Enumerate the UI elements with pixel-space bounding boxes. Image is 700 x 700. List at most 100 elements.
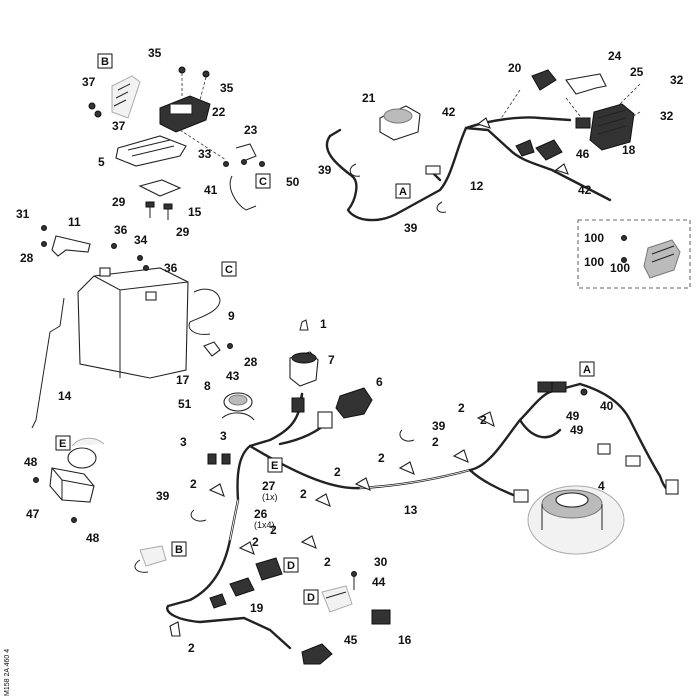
callout-39: 39: [404, 221, 418, 235]
callout-36: 36: [164, 261, 178, 275]
callout-37: 37: [82, 75, 96, 89]
callout-8: 8: [204, 379, 211, 393]
svg-text:C: C: [259, 176, 267, 188]
callout-9: 9: [228, 309, 235, 323]
callout-11: 11: [68, 215, 81, 229]
callout-47: 47: [26, 507, 40, 521]
flag-e-mid: E: [267, 457, 283, 473]
callout-32: 32: [660, 109, 674, 123]
flag-e-left: E: [55, 435, 71, 451]
callout-48: 48: [24, 455, 38, 469]
callout-34: 34: [134, 233, 148, 247]
callout-35: 35: [220, 81, 234, 95]
flag-a-top: A: [395, 183, 411, 199]
callout-2: 2: [378, 451, 385, 465]
callout-100: 100: [584, 231, 604, 245]
callout-44: 44: [372, 575, 386, 589]
callout-2: 2: [432, 435, 439, 449]
callout-37: 37: [112, 119, 126, 133]
callout-2: 2: [252, 535, 259, 549]
letter-flags: B C A C A E E B: [55, 53, 595, 605]
seat-switch-assembly: [88, 66, 265, 220]
callout-2: 2: [458, 401, 465, 415]
flag-c-battery: C: [221, 261, 237, 277]
svg-text:B: B: [101, 56, 109, 68]
upper-harness-assembly: [325, 69, 641, 222]
callout-22: 22: [212, 105, 226, 119]
callout-39: 39: [156, 489, 170, 503]
svg-text:A: A: [399, 186, 407, 198]
callout-labels: 35 35 37 37 22 5 23 33 41 50 29 29 15 31…: [16, 46, 684, 655]
callout-39: 39: [432, 419, 446, 433]
callout-25: 25: [630, 65, 644, 79]
callout-2: 2: [334, 465, 341, 479]
callout-3: 3: [180, 435, 187, 449]
callout-17: 17: [176, 373, 190, 387]
callout-33: 33: [198, 147, 212, 161]
svg-text:D: D: [307, 592, 315, 604]
callout-24: 24: [608, 49, 622, 63]
callout-6: 6: [376, 375, 383, 389]
callout-23: 23: [244, 123, 258, 137]
callout-46: 46: [576, 147, 590, 161]
svg-text:E: E: [59, 438, 66, 450]
callout-45: 45: [344, 633, 358, 647]
callout-41: 41: [204, 183, 218, 197]
svg-text:A: A: [583, 364, 591, 376]
callout-13: 13: [404, 503, 418, 517]
callout-50: 50: [286, 175, 300, 189]
callout-100: 100: [610, 261, 630, 275]
callout-19: 19: [250, 601, 264, 615]
callout-36: 36: [114, 223, 128, 237]
callout-16: 16: [398, 633, 412, 647]
battery-assembly: [31, 225, 233, 429]
callout-51: 51: [178, 397, 192, 411]
callout-43: 43: [226, 369, 240, 383]
callout-3: 3: [220, 429, 227, 443]
callout-12: 12: [470, 179, 484, 193]
callout-35: 35: [148, 46, 162, 60]
note-27: (1x): [262, 492, 278, 502]
callout-2: 2: [480, 413, 487, 427]
lower-right-components: [321, 571, 391, 625]
callout-31: 31: [16, 207, 30, 221]
callout-42: 42: [578, 183, 592, 197]
callout-32: 32: [670, 73, 684, 87]
callout-48: 48: [86, 531, 100, 545]
flag-c-top: C: [255, 173, 271, 189]
callout-27: 27: [262, 479, 276, 493]
callout-18: 18: [622, 143, 636, 157]
callout-2: 2: [324, 555, 331, 569]
inset-box-100: [577, 219, 691, 289]
svg-text:B: B: [175, 544, 183, 556]
left-component-47: [33, 437, 105, 523]
flag-d-lower: D: [283, 557, 299, 573]
callout-28: 28: [244, 355, 258, 369]
svg-text:C: C: [225, 264, 233, 276]
callout-14: 14: [58, 389, 72, 403]
callout-100: 100: [584, 255, 604, 269]
note-26: (1x4): [254, 520, 275, 530]
flag-a-right: A: [579, 361, 595, 377]
callout-1: 1: [320, 317, 327, 331]
svg-text:D: D: [287, 560, 295, 572]
callout-28: 28: [20, 251, 34, 265]
flag-d-bottom: D: [303, 589, 319, 605]
callout-20: 20: [508, 61, 522, 75]
callout-42: 42: [442, 105, 456, 119]
flag-b-lower: B: [171, 541, 187, 557]
flag-b-top: B: [97, 53, 113, 69]
callout-49: 49: [566, 409, 580, 423]
callout-49: 49: [570, 423, 584, 437]
callout-29: 29: [112, 195, 126, 209]
callout-30: 30: [374, 555, 388, 569]
callout-29: 29: [176, 225, 190, 239]
callout-2: 2: [190, 477, 197, 491]
callout-40: 40: [600, 399, 614, 413]
callout-15: 15: [188, 205, 202, 219]
callout-26: 26: [254, 507, 268, 521]
svg-text:E: E: [271, 460, 278, 472]
callout-7: 7: [328, 353, 335, 367]
callout-39: 39: [318, 163, 332, 177]
callout-2: 2: [300, 487, 307, 501]
